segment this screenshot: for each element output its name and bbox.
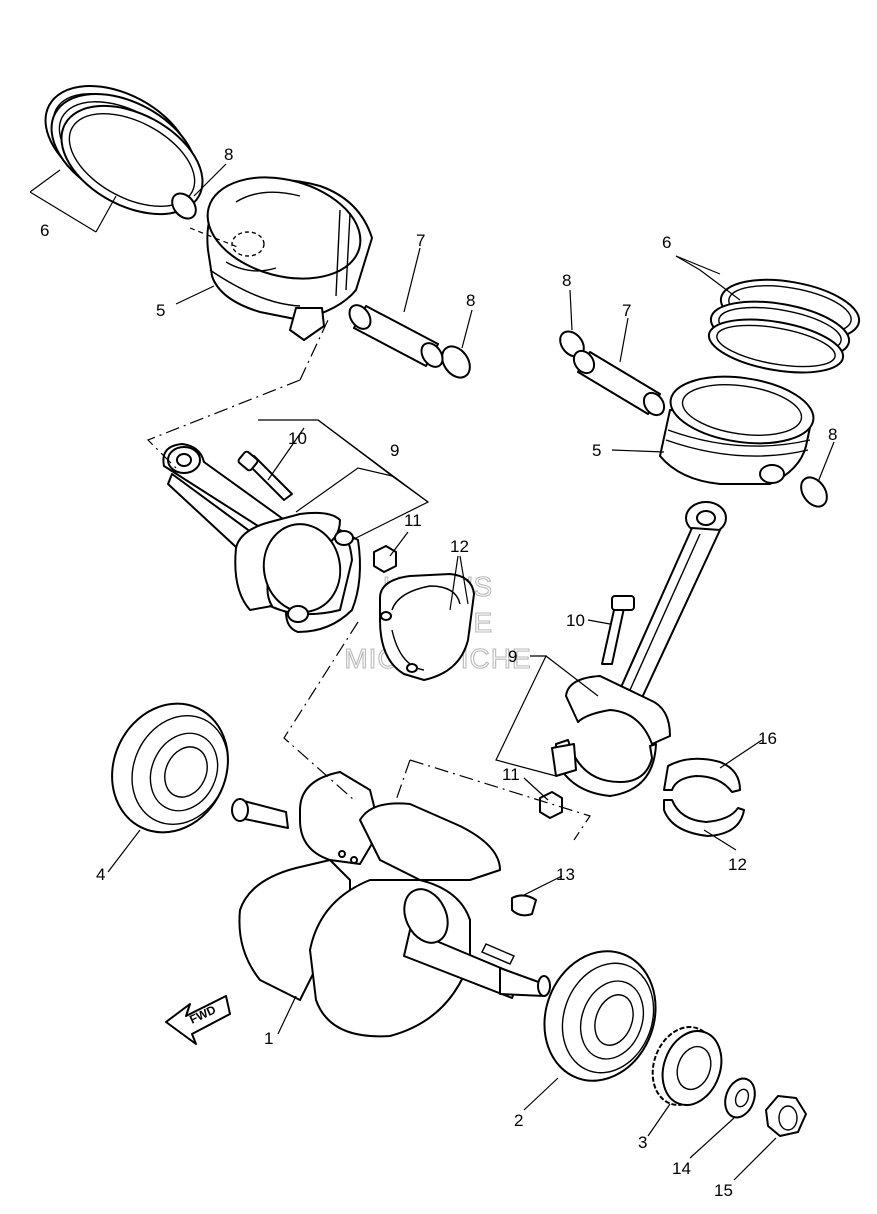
piston-pin-left — [348, 304, 444, 368]
callout-14: 14 — [672, 1159, 691, 1178]
rod-bolt-left — [237, 450, 293, 501]
piston-left — [189, 176, 373, 341]
callout-12: 12 — [728, 855, 747, 874]
callout-9: 9 — [390, 441, 399, 460]
circlip-left-lower — [441, 345, 471, 379]
callout-2: 2 — [514, 1111, 523, 1130]
callout-6: 6 — [662, 233, 671, 252]
callout-5: 5 — [592, 441, 601, 460]
woodruff-key — [511, 894, 537, 917]
bearing-shell-middle — [379, 573, 475, 681]
connecting-rod-left — [162, 443, 361, 633]
assembly-guide-lines — [146, 319, 591, 841]
callout-11: 11 — [502, 765, 520, 784]
callout-7: 7 — [622, 301, 631, 320]
callout-4: 4 — [96, 865, 105, 884]
fwd-direction-arrow: FWD — [165, 995, 231, 1045]
callout-13: 13 — [556, 865, 575, 884]
bearing-shell-right — [663, 757, 745, 837]
leader-lines — [29, 163, 835, 1181]
callout-16: 16 — [758, 729, 777, 748]
callout-8: 8 — [466, 291, 475, 310]
piston-ring-set-right — [707, 278, 861, 374]
callout-5: 5 — [156, 301, 165, 320]
callout-10: 10 — [288, 429, 307, 448]
washer — [724, 1077, 756, 1119]
callout-6: 6 — [40, 221, 49, 240]
callout-8: 8 — [562, 271, 571, 290]
callout-7: 7 — [416, 231, 425, 250]
crankshaft-nut — [765, 1095, 807, 1137]
callouts: 6 8 5 7 8 8 7 6 5 8 10 9 11 12 10 9 11 1… — [40, 145, 837, 1200]
callout-8: 8 — [828, 425, 837, 444]
callout-10: 10 — [566, 611, 585, 630]
piston-pin-right — [572, 349, 666, 417]
callout-8: 8 — [224, 145, 233, 164]
callout-9: 9 — [508, 647, 517, 666]
circlip-right-lower — [800, 476, 828, 508]
rod-bolt-right — [601, 595, 635, 665]
piston-right — [659, 375, 815, 485]
rod-nut-left — [373, 545, 397, 573]
connecting-rod-right — [551, 501, 727, 797]
callout-12: 12 — [450, 537, 469, 556]
callout-11: 11 — [404, 511, 422, 530]
callout-3: 3 — [638, 1133, 647, 1152]
main-bearing-right — [543, 950, 657, 1082]
crankshaft — [231, 771, 551, 1038]
drive-gear — [651, 1026, 723, 1106]
main-bearing-left — [111, 702, 229, 834]
callout-1: 1 — [264, 1029, 273, 1048]
piston-ring-set-left — [44, 84, 204, 216]
callout-15: 15 — [714, 1181, 733, 1200]
circlip-left-upper — [171, 192, 197, 220]
